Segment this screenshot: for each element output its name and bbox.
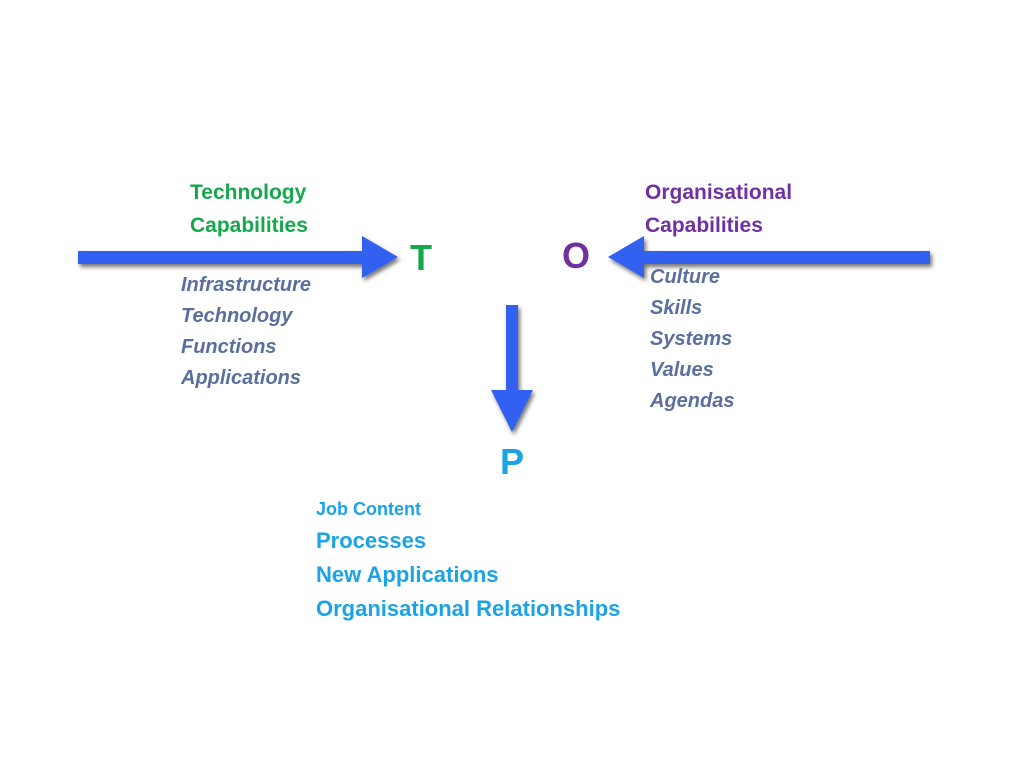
organisational-items-list: Culture Skills Systems Values Agendas bbox=[650, 262, 734, 417]
technology-items-list: Infrastructure Technology Functions Appl… bbox=[181, 270, 311, 394]
organisational-capabilities-heading: Organisational Capabilities bbox=[645, 176, 792, 242]
technology-heading-line1: Technology bbox=[190, 181, 307, 204]
technology-capabilities-heading: Technology Capabilities bbox=[190, 176, 308, 242]
list-item: Processes bbox=[316, 528, 427, 553]
list-item: Agendas bbox=[650, 390, 735, 412]
list-item: Values bbox=[650, 359, 714, 381]
list-item: Applications bbox=[181, 367, 302, 389]
list-item: Job Content bbox=[316, 499, 421, 519]
technology-letter: T bbox=[410, 237, 432, 278]
organisational-heading-line1: Organisational bbox=[645, 181, 793, 204]
list-item: Organisational Relationships bbox=[316, 596, 621, 621]
list-item: Skills bbox=[650, 297, 703, 319]
arrow-left-icon bbox=[608, 236, 930, 278]
people-items-list: Job Content Processes New Applications O… bbox=[316, 494, 620, 626]
list-item: Technology bbox=[181, 305, 293, 327]
list-item: Infrastructure bbox=[181, 274, 312, 296]
organisational-letter: O bbox=[562, 235, 591, 276]
list-item: New Applications bbox=[316, 562, 499, 587]
people-letter: P bbox=[500, 441, 525, 482]
list-item: Culture bbox=[650, 266, 720, 288]
arrow-down-icon bbox=[491, 305, 533, 432]
list-item: Functions bbox=[181, 336, 277, 358]
organisational-heading-line2: Capabilities bbox=[645, 214, 763, 237]
technology-heading-line2: Capabilities bbox=[190, 214, 308, 237]
arrow-right-icon bbox=[78, 236, 398, 278]
list-item: Systems bbox=[650, 328, 733, 350]
